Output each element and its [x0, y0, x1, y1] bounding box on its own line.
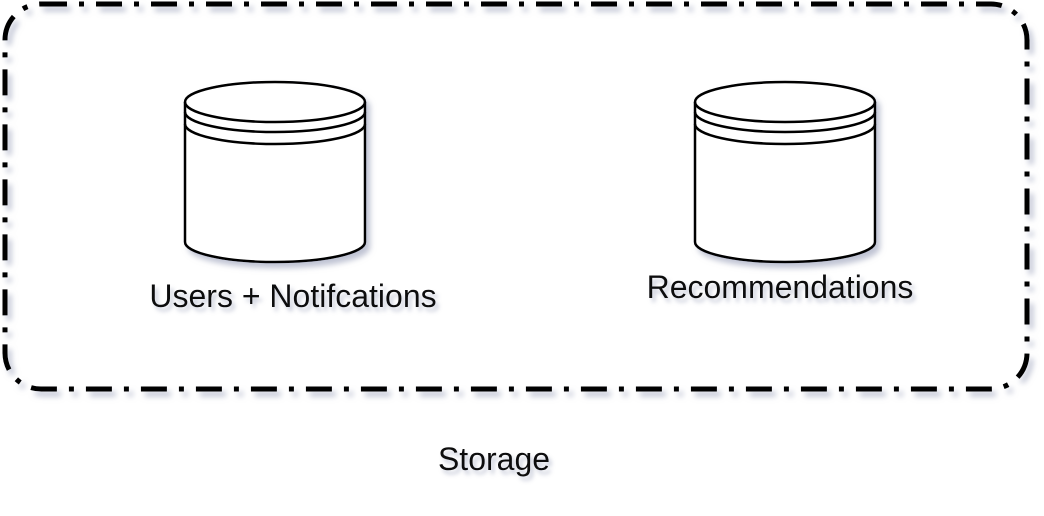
database-icon	[183, 80, 367, 264]
storage-group-label: Storage	[438, 441, 550, 477]
database-users-notifications	[183, 80, 367, 264]
database-recommendations	[693, 80, 877, 264]
database-label-recommendations: Recommendations	[647, 269, 914, 305]
database-ring-3	[693, 123, 877, 146]
database-ring-1	[693, 101, 877, 124]
storage-group-border	[2, 1, 1030, 392]
database-icon	[693, 80, 877, 264]
database-ring-2	[183, 111, 367, 134]
database-ring-3	[183, 123, 367, 146]
database-label-users-notifications: Users + Notifcations	[149, 278, 436, 314]
database-ring-1	[183, 101, 367, 124]
database-ring-2	[693, 111, 877, 134]
